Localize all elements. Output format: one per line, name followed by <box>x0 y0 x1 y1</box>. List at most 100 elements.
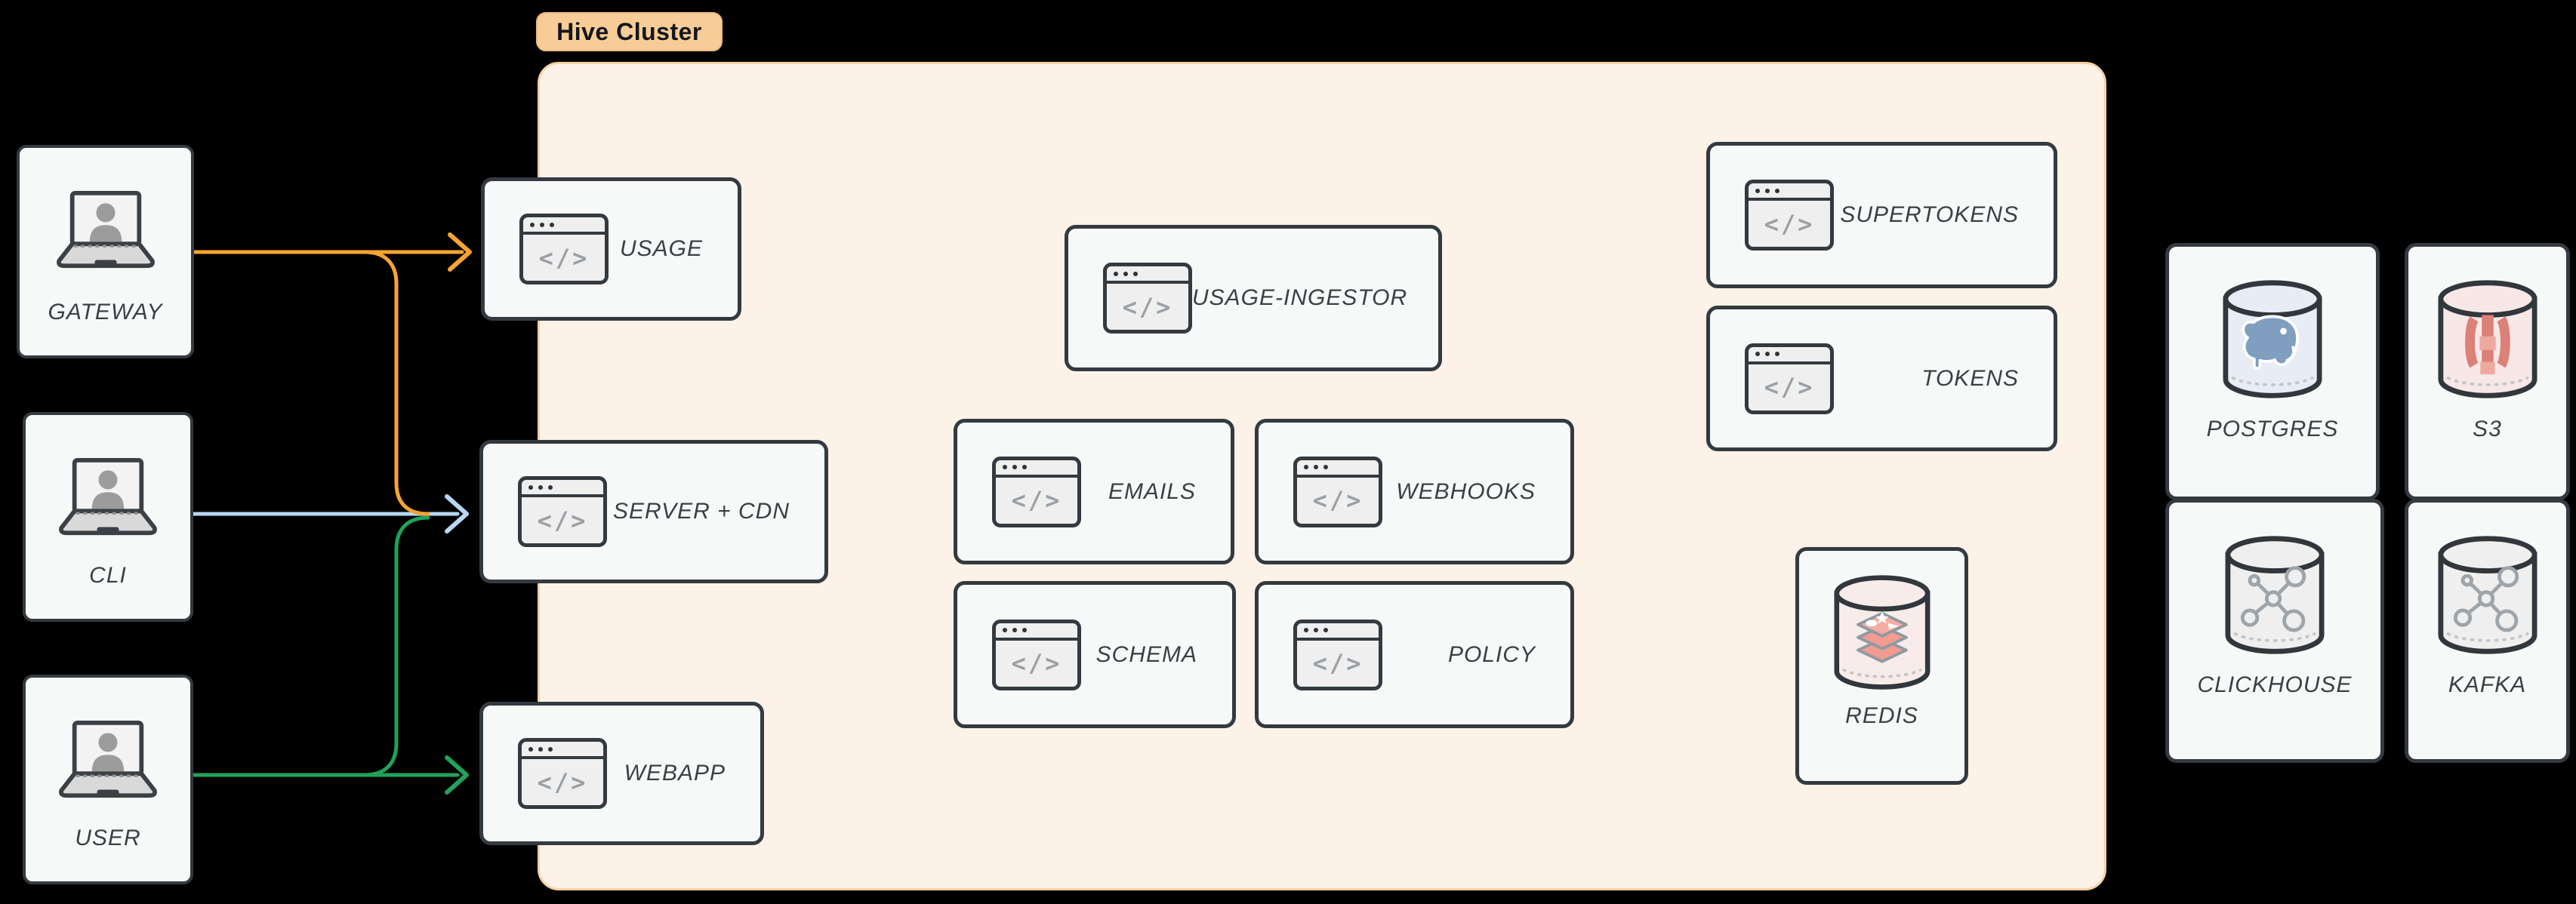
service-label: EMAILS <box>1108 478 1196 504</box>
service-node-emails: </> EMAILS <box>954 419 1234 564</box>
service-label: TOKENS <box>1921 365 2019 391</box>
service-label: SCHEMA <box>1095 641 1197 667</box>
service-label: SERVER + CDN <box>612 499 790 524</box>
code-window-icon: </> <box>992 456 1081 527</box>
service-label: WEBAPP <box>624 761 726 786</box>
code-glyph: </> <box>1312 649 1363 678</box>
window-dot-icon <box>1304 465 1308 469</box>
service-label: USAGE-INGESTOR <box>1192 285 1408 310</box>
database-label: CLICKHOUSE <box>2197 672 2353 697</box>
code-window-icon: </> <box>1293 619 1382 690</box>
code-window-icon: </> <box>518 738 607 809</box>
code-window-icon: </> <box>1293 456 1382 527</box>
window-dot-icon <box>550 222 554 227</box>
edge-gateway-server-cdn <box>362 250 430 516</box>
postgres-database-icon <box>2221 278 2324 401</box>
window-dot-icon <box>548 746 553 752</box>
laptop-user-icon <box>48 190 163 270</box>
window-bar <box>522 480 603 497</box>
actor-node-cli: CLI <box>23 412 193 622</box>
window-dot-icon <box>1323 465 1328 469</box>
code-window-icon: </> <box>1745 343 1834 414</box>
window-dot-icon <box>1012 628 1017 632</box>
window-dot-icon <box>1003 465 1007 469</box>
code-glyph: </> <box>1011 486 1062 515</box>
laptop-user-icon <box>51 720 165 800</box>
window-bar <box>1749 183 1830 201</box>
window-dot-icon <box>528 746 533 752</box>
window-dot-icon <box>1022 628 1027 632</box>
window-dot-icon <box>1123 271 1128 276</box>
window-dot-icon <box>1114 271 1118 276</box>
edge-user-server-cdn <box>362 515 430 777</box>
service-node-server-cdn: </> SERVER + CDN <box>479 440 828 583</box>
window-dot-icon <box>1012 465 1017 469</box>
service-node-policy: </> POLICY <box>1255 581 1574 728</box>
clickhouse-database-icon <box>2223 534 2326 657</box>
laptop-user-icon <box>51 457 165 537</box>
service-label: WEBHOOKS <box>1396 478 1536 504</box>
window-dot-icon <box>1323 628 1328 632</box>
window-dot-icon <box>1775 352 1779 356</box>
window-bar <box>523 217 605 235</box>
database-node-clickhouse: CLICKHOUSE <box>2165 499 2384 763</box>
service-node-redis: REDIS <box>1795 547 1968 785</box>
window-dot-icon <box>1755 352 1760 356</box>
window-bar <box>1297 623 1379 641</box>
actor-label: GATEWAY <box>48 300 163 324</box>
service-node-webapp: </> WEBAPP <box>479 702 764 845</box>
window-dot-icon <box>540 222 544 227</box>
window-dot-icon <box>1765 188 1770 193</box>
s3-storage-icon <box>2436 278 2539 401</box>
window-dot-icon <box>1775 188 1779 193</box>
code-glyph: </> <box>1122 292 1173 321</box>
window-dot-icon <box>538 484 543 490</box>
service-node-usage: </> USAGE <box>481 177 741 321</box>
service-node-tokens: </> TOKENS <box>1706 306 2057 451</box>
hive-cluster-label: Hive Cluster <box>556 17 702 45</box>
database-node-postgres: POSTGRES <box>2165 243 2380 500</box>
code-glyph: </> <box>1011 649 1062 678</box>
code-window-icon: </> <box>992 619 1081 690</box>
window-dot-icon <box>1765 352 1770 356</box>
code-window-icon: </> <box>519 214 609 284</box>
window-dot-icon <box>1133 271 1138 276</box>
code-glyph: </> <box>1312 486 1363 515</box>
hive-cluster-badge: Hive Cluster <box>536 12 723 51</box>
service-label: USAGE <box>619 236 703 261</box>
arrowhead-webapp <box>445 755 469 795</box>
code-window-icon: </> <box>518 476 607 547</box>
service-label: POLICY <box>1447 641 1536 667</box>
service-node-supertokens: </> SUPERTOKENS <box>1706 142 2057 288</box>
kafka-broker-icon <box>2436 534 2539 657</box>
window-bar <box>996 460 1077 478</box>
redis-database-icon <box>1832 573 1932 693</box>
window-dot-icon <box>530 222 535 227</box>
database-node-kafka: KAFKA <box>2405 499 2570 763</box>
actor-label: USER <box>75 826 141 850</box>
service-node-schema: </> SCHEMA <box>954 581 1236 728</box>
code-glyph: </> <box>537 506 588 535</box>
window-bar <box>1749 347 1830 364</box>
window-dot-icon <box>1755 188 1760 193</box>
window-dot-icon <box>1003 628 1007 632</box>
arrowhead-usage <box>448 232 472 272</box>
window-dot-icon <box>538 746 543 752</box>
window-bar <box>1297 460 1379 478</box>
window-bar <box>1107 266 1188 284</box>
database-label: KAFKA <box>2448 672 2527 697</box>
code-window-icon: </> <box>1103 263 1192 334</box>
window-dot-icon <box>528 484 533 490</box>
window-dot-icon <box>1304 628 1308 632</box>
window-dot-icon <box>1314 628 1318 632</box>
actor-label: CLI <box>89 563 127 588</box>
code-glyph: </> <box>537 767 588 797</box>
arrowhead-server-cdn <box>445 494 469 533</box>
window-dot-icon <box>1314 465 1318 469</box>
service-node-usage-ingestor: </> USAGE-INGESTOR <box>1065 225 1442 371</box>
window-dot-icon <box>548 484 553 490</box>
database-label: POSTGRES <box>2206 417 2339 441</box>
service-node-webhooks: </> WEBHOOKS <box>1255 419 1574 564</box>
code-window-icon: </> <box>1745 180 1834 251</box>
